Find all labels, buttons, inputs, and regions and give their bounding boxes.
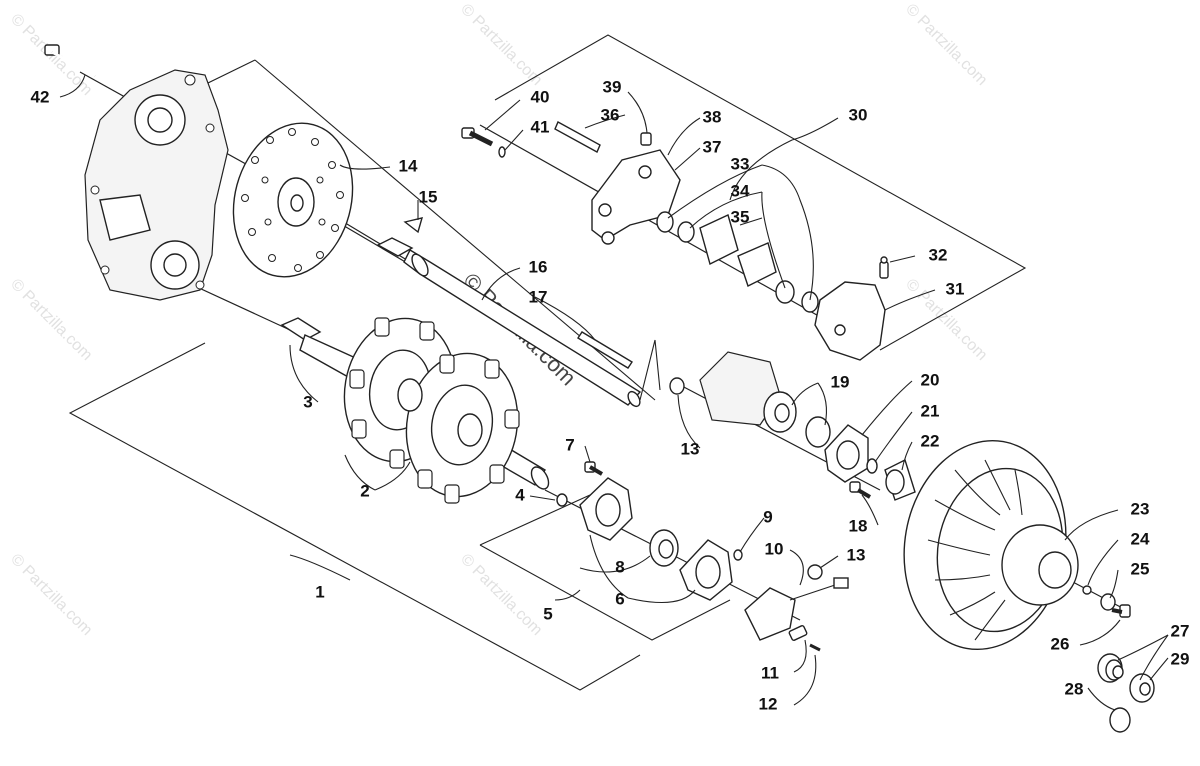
callout-32: 32 — [929, 245, 948, 264]
bolt-18 — [849, 481, 872, 499]
callout-17: 17 — [529, 287, 548, 306]
piston-34 — [677, 221, 695, 243]
bolt-42 — [44, 44, 96, 78]
callout-7: 7 — [565, 435, 574, 454]
callout-5: 5 — [543, 604, 552, 623]
flange-20 — [824, 424, 869, 483]
washer-41 — [498, 146, 506, 158]
ring-9 — [733, 549, 743, 561]
flange-6-right — [679, 539, 733, 601]
bleeder-32 — [879, 256, 889, 279]
drive-sprockets-2 — [343, 317, 520, 504]
callout-1: 1 — [315, 582, 324, 601]
callout-37: 37 — [703, 137, 722, 156]
callout-24: 24 — [1131, 529, 1150, 548]
callout-29: 29 — [1171, 649, 1190, 668]
callout-25: 25 — [1131, 559, 1150, 578]
callout-31: 31 — [946, 279, 965, 298]
callout-11: 11 — [761, 663, 779, 682]
callout-4: 4 — [515, 485, 525, 504]
callout-15: 15 — [419, 187, 438, 206]
piston-34-right — [775, 280, 795, 304]
callout-14: 14 — [399, 156, 418, 175]
seal-33 — [656, 211, 674, 233]
pin-36 — [554, 121, 601, 153]
callout-13-upper: 13 — [681, 439, 700, 458]
callouts: 1 2 3 4 5 6 7 8 9 10 11 12 13 13 14 15 1… — [31, 77, 1190, 713]
callout-23: 23 — [1131, 499, 1150, 518]
watermark: © Partzilla.com — [902, 1, 990, 89]
sensor-plate-10 — [744, 577, 849, 641]
callout-6: 6 — [615, 589, 624, 608]
spacer-22 — [884, 459, 916, 501]
callout-2: 2 — [360, 481, 369, 500]
callout-36: 36 — [601, 105, 620, 124]
callout-8: 8 — [615, 557, 624, 576]
callout-20: 20 — [921, 370, 940, 389]
callout-27: 27 — [1171, 621, 1190, 640]
screw-39 — [640, 132, 652, 146]
watermark: © Partzilla.com — [7, 276, 95, 364]
callout-21: 21 — [921, 401, 940, 420]
bolt-26 — [1111, 604, 1131, 618]
watermark: © Partzilla.com — [457, 551, 545, 639]
screw-12 — [809, 643, 821, 652]
callout-38: 38 — [703, 107, 722, 126]
flange-6-left — [579, 477, 633, 541]
brake-pad-35-right — [737, 242, 777, 287]
bearing-8 — [649, 529, 679, 567]
bearing-19 — [763, 391, 831, 448]
watermark: © Partzilla.com — [7, 551, 95, 639]
callout-34: 34 — [731, 181, 750, 200]
callout-35: 35 — [731, 207, 750, 226]
watermark: © Partzilla.com — [457, 1, 545, 89]
key-17 — [577, 331, 633, 369]
washer-21 — [866, 458, 878, 474]
callout-33: 33 — [731, 154, 750, 173]
brake-disc-14 — [232, 122, 354, 278]
callout-22: 22 — [921, 431, 940, 450]
callout-42: 42 — [31, 87, 50, 106]
washer-24 — [1082, 585, 1092, 595]
sensor-11 — [788, 625, 808, 641]
callout-26: 26 — [1051, 634, 1070, 653]
ring-13-upper — [669, 377, 685, 395]
callout-16: 16 — [529, 257, 548, 276]
caliper-body-31 — [814, 281, 886, 361]
callout-13-lower: 13 — [847, 545, 866, 564]
callout-30: 30 — [849, 105, 868, 124]
callout-3: 3 — [303, 392, 312, 411]
leader-lines — [59, 74, 1169, 711]
gear-case-housing — [84, 69, 229, 301]
seal-33-right — [801, 291, 819, 313]
spring-27 — [1097, 653, 1124, 683]
callout-41: 41 — [531, 117, 550, 136]
bolt-7 — [584, 461, 604, 476]
callout-10: 10 — [765, 539, 784, 558]
ring-4 — [556, 493, 568, 507]
nut-13-lower — [807, 564, 823, 580]
driven-clutch-23 — [903, 439, 1079, 651]
callout-18: 18 — [849, 516, 868, 535]
callout-9: 9 — [763, 507, 772, 526]
washer-25 — [1100, 593, 1116, 611]
callout-28: 28 — [1065, 679, 1084, 698]
shaft-16 — [376, 237, 642, 408]
callout-40: 40 — [531, 87, 550, 106]
callout-19: 19 — [831, 372, 850, 391]
bolt-40 — [461, 127, 494, 147]
callout-12: 12 — [759, 694, 778, 713]
o-ring-28 — [1109, 707, 1131, 733]
cap-29 — [1129, 673, 1155, 703]
key-15 — [403, 217, 424, 234]
brake-pad-35-left — [699, 214, 739, 266]
callout-39: 39 — [603, 77, 622, 96]
